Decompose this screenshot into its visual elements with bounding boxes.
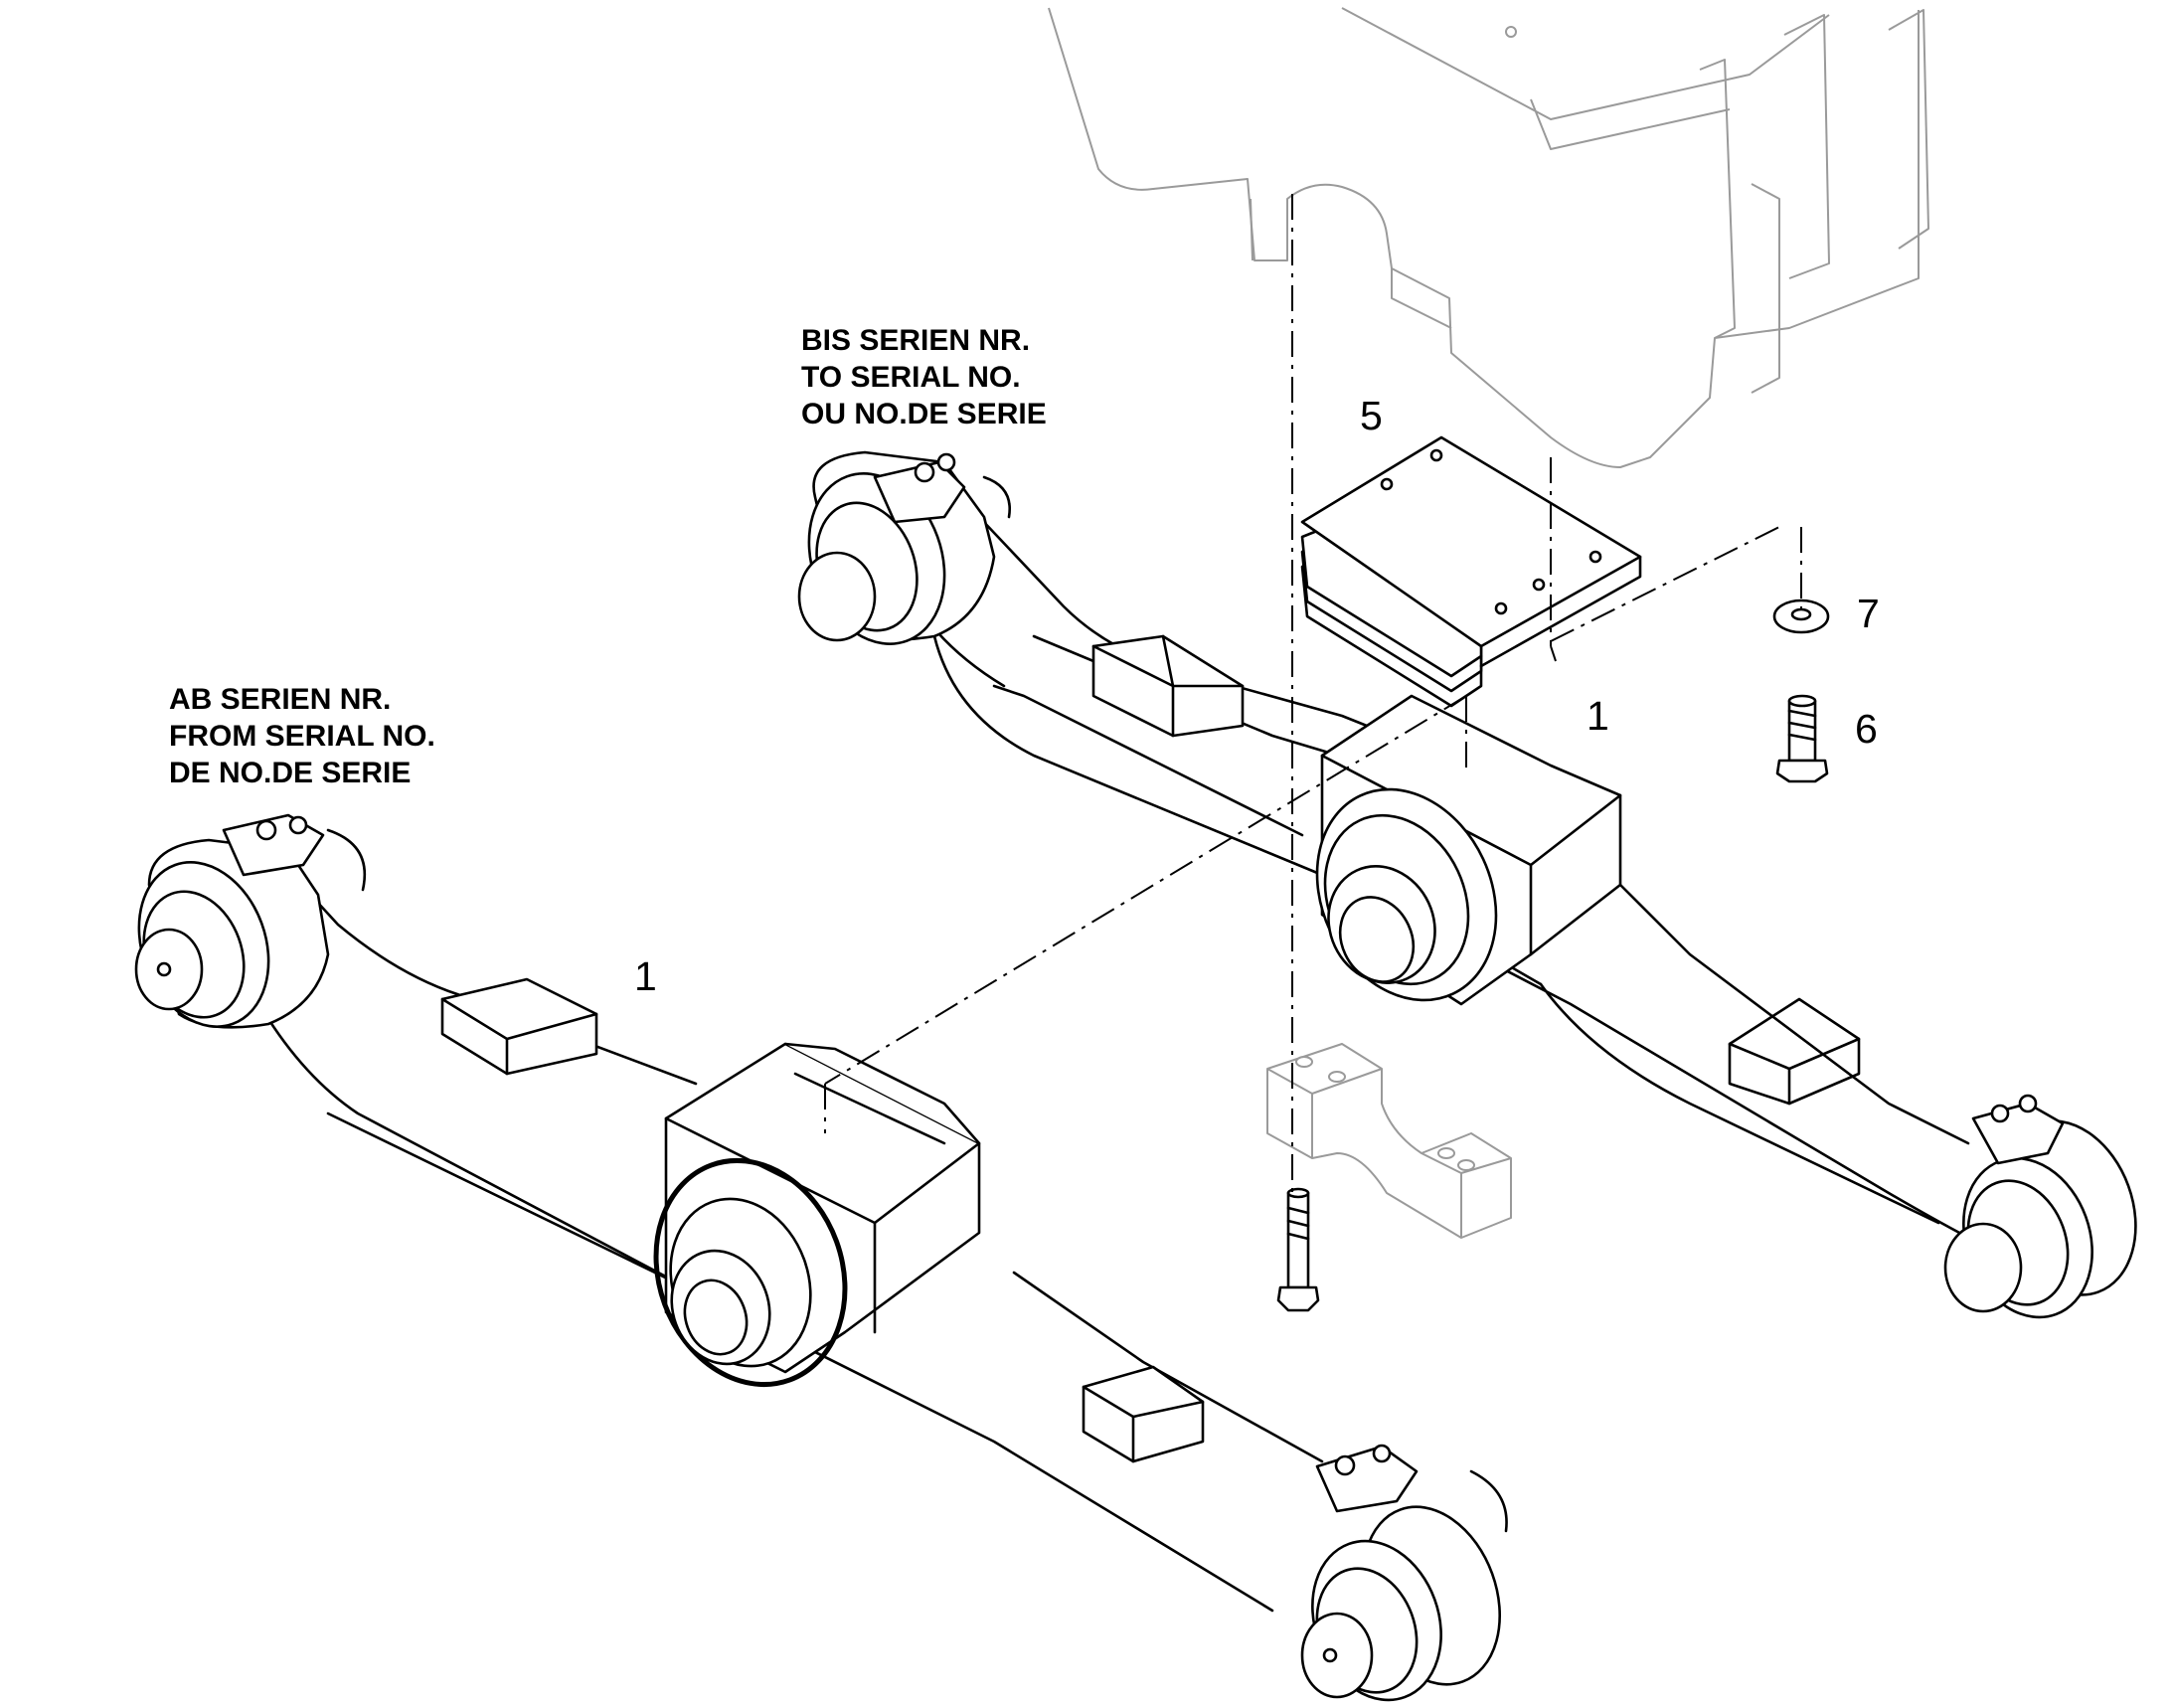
callout-pad: 5 <box>1360 393 1383 438</box>
callout-upper-axle: 1 <box>1587 693 1609 739</box>
machine-frame-ghost <box>1048 7 1929 468</box>
clamp-block-ghost <box>1266 1043 1512 1239</box>
centerlines <box>824 194 1802 1193</box>
callout-washer: 7 <box>1857 591 1880 636</box>
upper-axle-to-serial <box>797 450 2137 1319</box>
long-bolt <box>1276 1187 1320 1312</box>
lower-axle-from-serial <box>134 813 1508 1702</box>
to-serial-note-line-3: OU NO.DE SERIE <box>801 398 1047 430</box>
rubber-pad <box>1300 435 1642 708</box>
to-serial-note-line-1: BIS SERIEN NR. <box>801 324 1031 357</box>
to-serial-note: BIS SERIEN NR. TO SERIAL NO. OU NO.DE SE… <box>801 322 1047 432</box>
to-serial-note-line-2: TO SERIAL NO. <box>801 361 1021 394</box>
callout-lower-axle: 1 <box>634 953 657 999</box>
washer <box>1772 598 1830 634</box>
bolt <box>1775 694 1829 783</box>
from-serial-note-line-2: FROM SERIAL NO. <box>169 720 435 753</box>
from-serial-note: AB SERIEN NR. FROM SERIAL NO. DE NO.DE S… <box>169 681 435 791</box>
from-serial-note-line-3: DE NO.DE SERIE <box>169 757 412 789</box>
from-serial-note-line-1: AB SERIEN NR. <box>169 683 392 716</box>
callout-bolt: 6 <box>1855 706 1878 752</box>
